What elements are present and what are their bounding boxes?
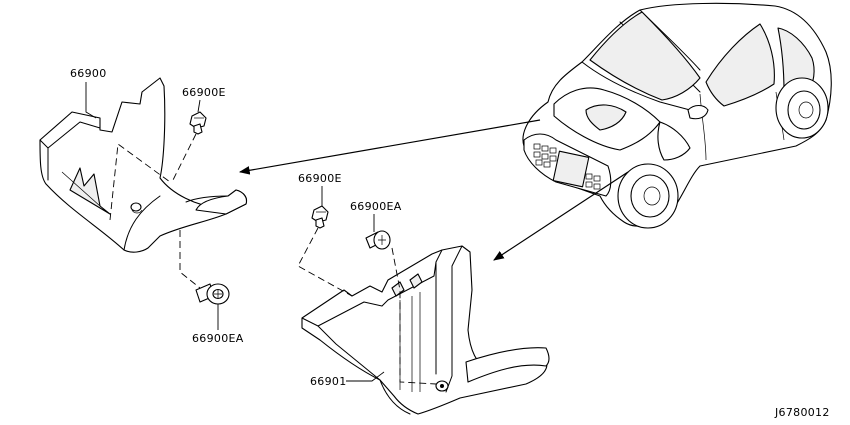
label-66900ea-left: 66900EA <box>192 332 244 345</box>
diagram-code: J6780012 <box>774 406 830 419</box>
label-66900ea-right: 66900EA <box>350 200 402 213</box>
label-66900e-right: 66900E <box>298 172 342 185</box>
label-66900e-left: 66900E <box>182 86 226 99</box>
screw-66900ea-right <box>365 230 391 250</box>
cover-66901 <box>301 245 550 415</box>
clip-66900e-left <box>189 111 207 135</box>
car-illustration <box>522 2 832 229</box>
arrow-to-right-part <box>493 171 629 261</box>
cover-66900 <box>39 77 248 253</box>
screw-66900ea-left <box>195 283 230 305</box>
label-66901: 66901 <box>310 375 347 388</box>
label-66900: 66900 <box>70 67 107 80</box>
arrow-to-left-part <box>238 119 541 175</box>
clip-66900e-right <box>311 205 329 229</box>
